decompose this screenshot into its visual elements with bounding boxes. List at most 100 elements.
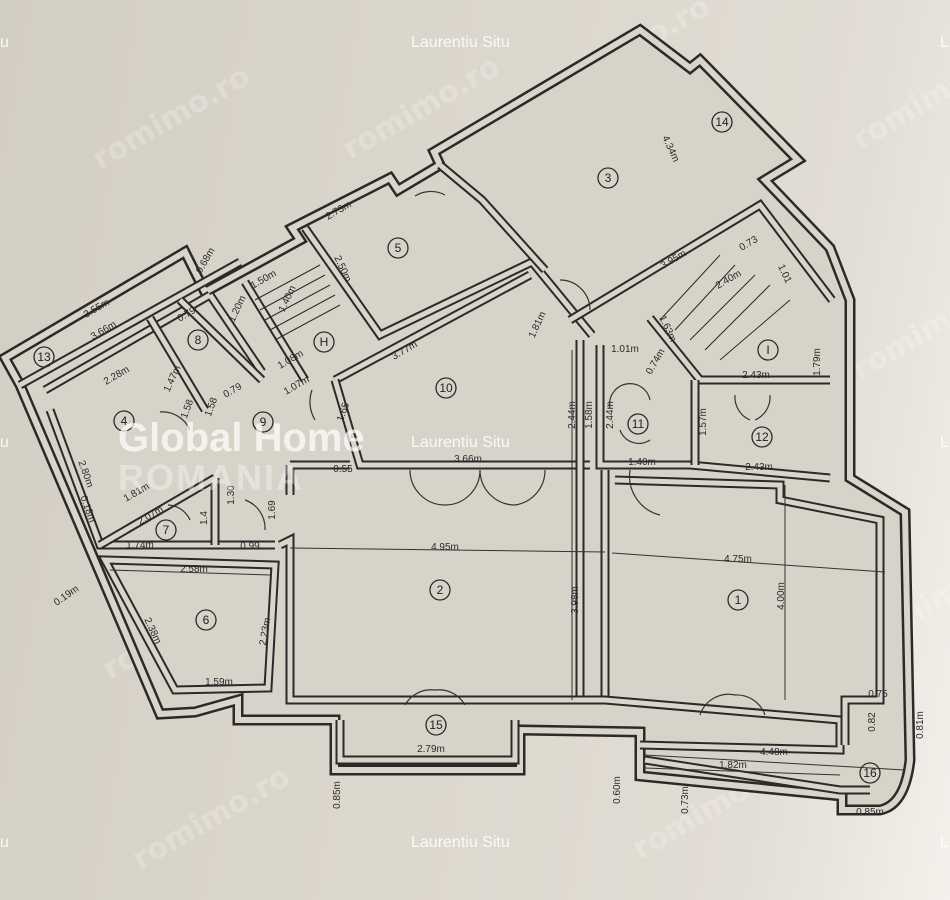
room-circle: [751, 426, 773, 448]
dimension-label: 1.30: [226, 485, 237, 505]
wall-inner: [332, 379, 590, 468]
room-circle: [627, 413, 649, 435]
logo-line2: ROMANIA: [118, 457, 304, 498]
dimension-label: 0.73m: [680, 786, 691, 814]
edge-watermark-left-bottom: u: [0, 834, 9, 851]
room-marker: 12: [751, 426, 773, 448]
wall-inner: [568, 201, 834, 323]
edge-watermark-left-top: u: [0, 34, 9, 51]
dimension-label: 0.19m: [52, 583, 81, 608]
dimension-label: 4.95m: [431, 542, 459, 553]
room-marker: 1: [727, 589, 749, 611]
room-marker: 7: [155, 519, 177, 541]
room-number: 15: [429, 718, 443, 732]
room-number: 9: [260, 415, 267, 429]
wall-inner: [614, 477, 883, 745]
dimension-label: 2.44m: [567, 401, 578, 429]
wall-inner: [98, 475, 218, 548]
room-number: 7: [163, 523, 170, 537]
door-swing: [409, 469, 481, 506]
romimo-watermark: romimo.ro: [847, 269, 950, 387]
author-watermark-middle: Laurentiu Situ: [411, 434, 510, 451]
dimension-label: 0.81m: [915, 711, 926, 739]
door-swing: [559, 279, 591, 311]
dimension-label: 0.85m: [332, 781, 343, 809]
dimension-line: [611, 552, 886, 573]
dimension-label: 2.43m: [745, 462, 773, 473]
romimo-watermark: romimo.ro: [127, 759, 297, 877]
door-swing: [754, 394, 771, 421]
door-swing: [619, 429, 651, 444]
dimension-label: 1.79m: [812, 348, 823, 376]
dimension-label: 1.74m: [126, 540, 154, 551]
dimension-label: 1.82m: [719, 760, 747, 771]
room-marker: 3: [597, 167, 619, 189]
dimension-line: [289, 547, 606, 553]
stair-step: [704, 284, 771, 351]
room-number: 6: [203, 613, 210, 627]
stair-step: [659, 254, 721, 321]
dimension-label: 0.85m: [856, 807, 884, 818]
dimension-label: 3.98m: [570, 586, 581, 614]
room-circle: [597, 167, 619, 189]
room-circle: [195, 609, 217, 631]
wall-inner: [438, 163, 547, 272]
dimension-label: 4.00m: [776, 582, 787, 610]
dimension-label: 0.68m: [194, 246, 217, 276]
room-number: 5: [395, 241, 402, 255]
dimension-label: 2.44m: [605, 401, 616, 429]
room-marker: H: [313, 331, 335, 353]
room-marker: 14: [711, 111, 733, 133]
room-marker: 16: [859, 762, 881, 784]
stair-step: [689, 274, 756, 341]
romimo-watermark: romimo.ro: [87, 59, 257, 177]
door-swing: [159, 411, 191, 431]
room-marker: I: [757, 339, 779, 361]
dimension-line: [109, 569, 271, 576]
wall-inner: [178, 280, 308, 382]
room-circle: [859, 762, 881, 784]
room-marker: 11: [627, 413, 649, 435]
dimension-lines: [109, 350, 906, 776]
wall-inner: [287, 462, 350, 495]
door-swing: [404, 689, 466, 706]
dimension-label: 1.4: [199, 511, 210, 525]
door-swing: [609, 383, 651, 409]
room-number: 8: [195, 333, 202, 347]
room-circle: [711, 111, 733, 133]
wall-inner: [100, 557, 278, 693]
stair-step: [274, 304, 341, 341]
logo-line1: Global Home: [118, 416, 365, 460]
door-swing: [628, 469, 661, 516]
global-home-logo: Global Home ROMANIA: [118, 418, 365, 498]
edge-watermark-right-bottom: L: [940, 834, 949, 851]
dimension-label: 3.66m: [454, 454, 482, 465]
room-marker: 13: [33, 346, 55, 368]
dimension-label: 2.43m: [742, 370, 770, 381]
room-marker: 9: [252, 411, 274, 433]
dimension-label: 1.40m: [628, 457, 656, 468]
room-circle: [252, 411, 274, 433]
room-number: 2: [437, 583, 444, 597]
author-watermark-top: Laurentiu Situ: [411, 34, 510, 51]
room-circle: [313, 331, 335, 353]
stair-step: [674, 264, 736, 331]
room-number: 14: [715, 115, 729, 129]
stair-step: [719, 299, 791, 361]
room-marker: 10: [435, 377, 457, 399]
door-swing: [167, 504, 191, 521]
dimension-label: 0.55: [333, 464, 353, 475]
room-number: 4: [121, 414, 128, 428]
room-marker: 5: [387, 237, 409, 259]
dimension-label: 4.75m: [724, 554, 752, 565]
room-circle: [113, 410, 135, 432]
dimension-label: 1.59m: [205, 677, 233, 688]
room-marker: 4: [113, 410, 135, 432]
wall-inner: [302, 226, 594, 339]
edge-watermark-left-middle: u: [0, 434, 9, 451]
room-number: 11: [632, 417, 645, 431]
walls: [0, 23, 916, 816]
door-swing: [699, 693, 766, 716]
stair-step: [269, 294, 336, 331]
author-watermark-bottom: Laurentiu Situ: [411, 834, 510, 851]
